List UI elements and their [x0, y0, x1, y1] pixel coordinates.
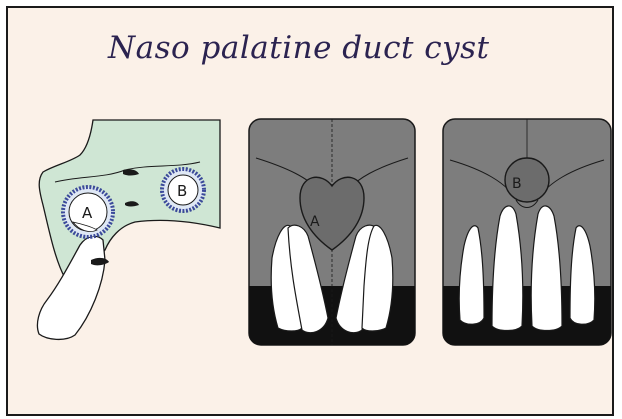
cyst-b-radiograph-label: B: [512, 176, 522, 192]
cyst-a-marker: A: [63, 187, 113, 237]
slide-title: Naso palatine duct cyst: [108, 30, 490, 66]
radiograph-b: B: [442, 118, 612, 346]
radiograph-a: A: [248, 118, 416, 346]
cyst-b-marker: B: [162, 169, 204, 211]
cyst-b-label: B: [177, 182, 187, 200]
cyst-a-label: A: [82, 204, 93, 222]
sagittal-section-diagram: A B: [25, 110, 225, 350]
cyst-a-radiograph-label: A: [310, 214, 320, 230]
